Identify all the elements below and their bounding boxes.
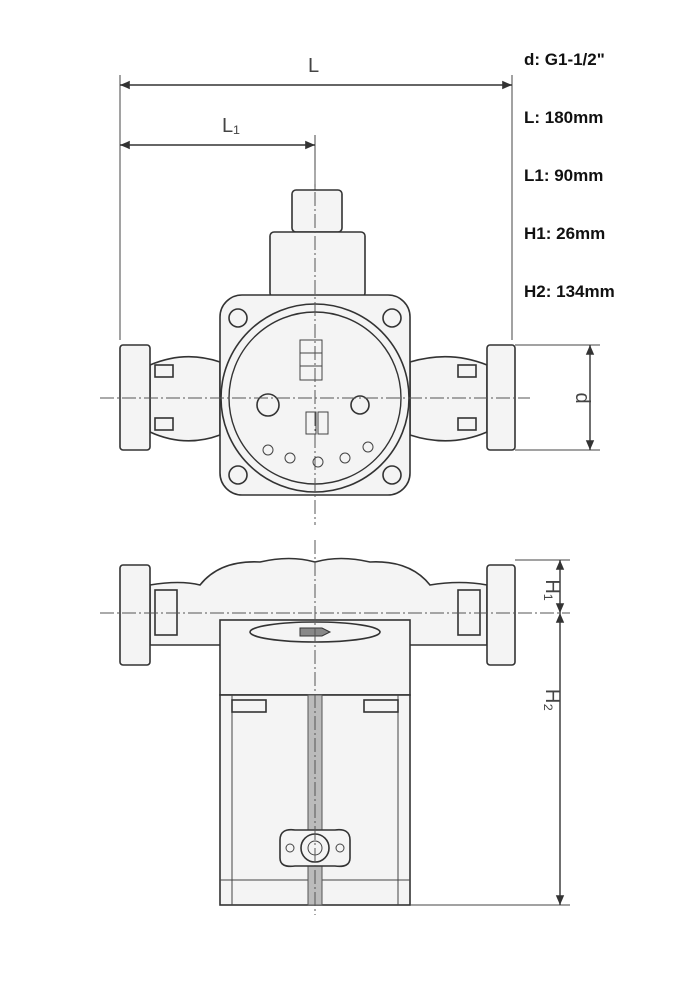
dimension-H2-label: H₂ (541, 689, 563, 711)
dimension-H1-label: H₁ (541, 579, 563, 600)
right-flange-side (486, 564, 516, 666)
top-view: L L₁ d (100, 55, 600, 525)
spec-L1: L1: 90mm (524, 166, 604, 185)
side-view: H₁ H₂ (100, 540, 570, 915)
cable-gland (269, 231, 366, 298)
dimension-d-label: d (571, 392, 593, 403)
spec-H1: H1: 26mm (524, 224, 606, 243)
spec-H2: H2: 134mm (524, 282, 615, 301)
dimension-L-label: L (308, 55, 319, 77)
spec-L: L: 180mm (524, 108, 604, 127)
dimension-L1-label: L₁ (222, 115, 240, 137)
spec-d: d: G1-1/2" (524, 50, 605, 69)
left-flange-side (119, 564, 151, 666)
spec-list: d: G1-1/2" L: 180mm L1: 90mm H1: 26mm H2… (524, 48, 615, 338)
